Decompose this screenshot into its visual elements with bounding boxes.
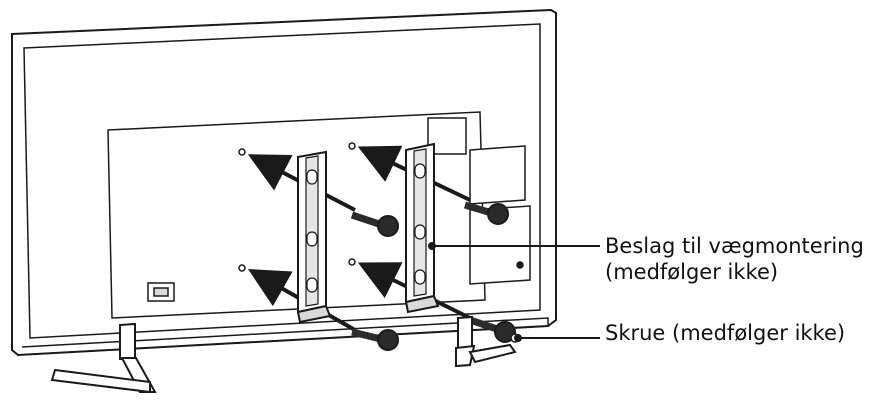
bracket-leader-dot (428, 242, 436, 250)
screw (350, 211, 399, 237)
stand-left (50, 322, 157, 394)
wall-bracket-left (296, 150, 332, 324)
mounting-hole (238, 148, 246, 156)
bracket-label-line2: (medfølger ikke) (605, 260, 779, 284)
stand-right (455, 315, 517, 368)
tv-stands (50, 315, 517, 394)
callout-leaders (428, 242, 600, 342)
screw (468, 316, 520, 343)
mounting-hole (348, 142, 356, 150)
wall-bracket-right (404, 142, 440, 314)
mounting-hole (348, 258, 356, 266)
screws (350, 201, 520, 351)
screw (463, 201, 509, 225)
mounting-holes (238, 142, 356, 272)
bracket-label-line1: Beslag til vægmontering (605, 234, 864, 258)
screw (351, 328, 399, 351)
power-port (147, 282, 175, 302)
screw-leader-dot (514, 334, 522, 342)
mounting-hole (238, 264, 246, 272)
screw-label: Skrue (medfølger ikke) (605, 321, 846, 345)
